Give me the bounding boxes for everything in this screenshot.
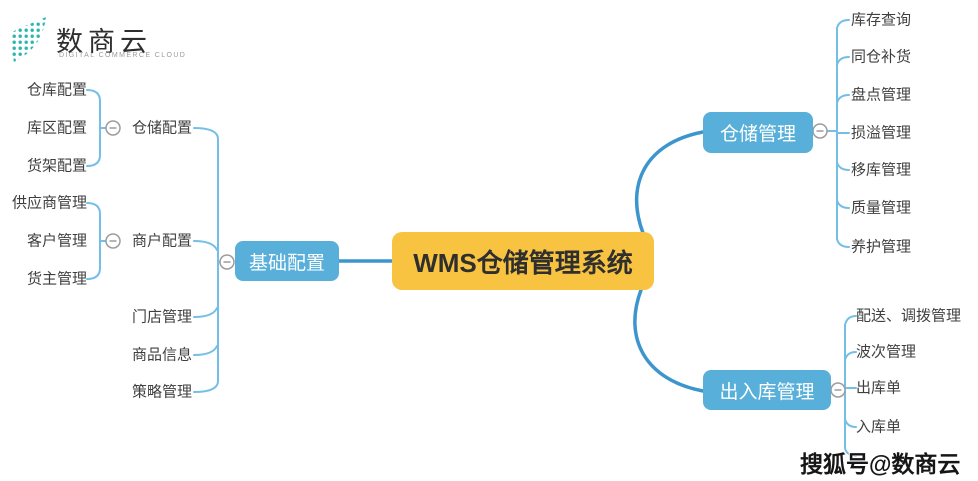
connector-line (193, 380, 219, 393)
connector-line (844, 447, 857, 457)
node-owner-mgmt[interactable]: 货主管理 (26, 270, 87, 288)
node-product-info[interactable]: 商品信息 (132, 346, 193, 364)
node-shelf-config[interactable]: 货架配置 (26, 157, 87, 175)
node-customer-mgmt[interactable]: 客户管理 (26, 232, 87, 250)
collapse-icon[interactable] (830, 382, 846, 398)
node-base-config[interactable]: 基础配置 (235, 241, 339, 281)
watermark: 搜狐号@数商云 (800, 451, 961, 477)
node-delivery-transfer[interactable]: 配送、调拨管理 (856, 307, 962, 325)
node-storage-config[interactable]: 仓储配置 (132, 119, 193, 137)
connector-line (86, 89, 101, 167)
connector-line (844, 315, 857, 326)
node-supplier-mgmt[interactable]: 供应商管理 (11, 194, 87, 212)
logo: 数商云 DIGITAL COMMERCE CLOUD (6, 12, 206, 72)
connector-line (836, 19, 850, 29)
connector-line (633, 288, 705, 393)
connector-line (836, 238, 850, 248)
connector-line (193, 240, 218, 251)
node-inbound-order[interactable]: 入库单 (856, 418, 902, 436)
collapse-icon[interactable] (812, 123, 828, 139)
node-inout-mgmt[interactable]: 出入库管理 (703, 370, 831, 410)
collapse-icon[interactable] (219, 254, 235, 270)
connector-line (86, 202, 101, 280)
node-outbound-order[interactable]: 出库单 (856, 379, 902, 397)
node-zone-config[interactable]: 库区配置 (26, 119, 87, 137)
connector-line (836, 199, 850, 209)
node-inventory-query[interactable]: 库存查询 (851, 11, 912, 29)
node-relocation-mgmt[interactable]: 移库管理 (851, 161, 912, 179)
collapse-icon[interactable] (105, 120, 121, 136)
logo-name: 数商云 (56, 27, 152, 57)
node-warehouse-config[interactable]: 仓库配置 (26, 81, 87, 99)
connector-line (836, 94, 850, 104)
connector-line (844, 418, 857, 428)
node-maintenance-mgmt[interactable]: 养护管理 (851, 238, 912, 256)
node-gainloss-mgmt[interactable]: 损溢管理 (851, 124, 912, 142)
branch-lines (86, 19, 857, 457)
node-storage-mgmt[interactable]: 仓储管理 (703, 112, 813, 153)
node-store-mgmt[interactable]: 门店管理 (132, 308, 193, 326)
node-quality-mgmt[interactable]: 质量管理 (851, 199, 912, 217)
connector-line (193, 307, 218, 318)
node-wave-mgmt[interactable]: 波次管理 (856, 343, 917, 361)
connector-line (836, 56, 850, 66)
node-strategy-mgmt[interactable]: 策略管理 (132, 383, 193, 401)
node-merchant-config[interactable]: 商户配置 (132, 232, 193, 250)
logo-tagline: DIGITAL COMMERCE CLOUD (59, 52, 187, 59)
main-lines (337, 130, 705, 393)
node-replenishment[interactable]: 同仓补货 (851, 48, 912, 66)
collapse-icons (105, 120, 846, 398)
logo-dots-icon (9, 17, 46, 62)
connector-line (836, 161, 850, 171)
collapse-icon[interactable] (105, 233, 121, 249)
connector-line (634, 130, 705, 235)
connector-line (844, 351, 857, 361)
connector-line (193, 127, 219, 140)
node-stocktake-mgmt[interactable]: 盘点管理 (851, 86, 912, 104)
connector-line (193, 345, 218, 356)
root-node[interactable]: WMS仓储管理系统 (392, 232, 654, 290)
